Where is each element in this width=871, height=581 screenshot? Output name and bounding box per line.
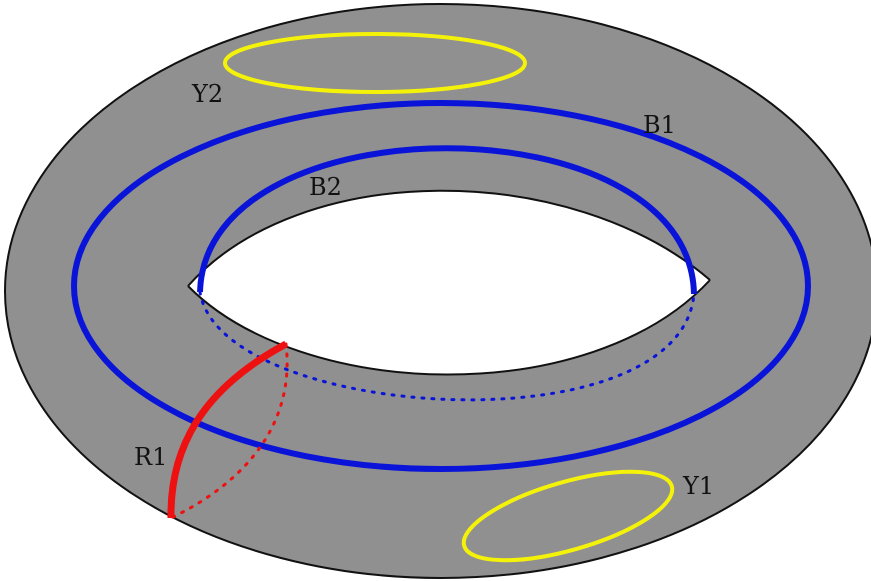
curve-b2	[197, 145, 697, 295]
curve-y2	[223, 32, 527, 94]
hole-upper-rim	[187, 189, 711, 287]
curve-r1	[167, 340, 288, 519]
curve-r1-hidden	[169, 342, 289, 520]
curve-b1	[71, 100, 811, 472]
label-y2: Y2	[191, 80, 223, 108]
label-y1: Y1	[682, 472, 714, 500]
label-b1: B1	[643, 111, 676, 139]
hole-lower-lip	[187, 279, 711, 376]
torus-hole	[188, 190, 710, 375]
curve-y1	[461, 469, 675, 563]
label-r1: R1	[134, 443, 167, 471]
curve-b2-hidden	[198, 290, 696, 402]
label-b2: B2	[309, 173, 342, 201]
